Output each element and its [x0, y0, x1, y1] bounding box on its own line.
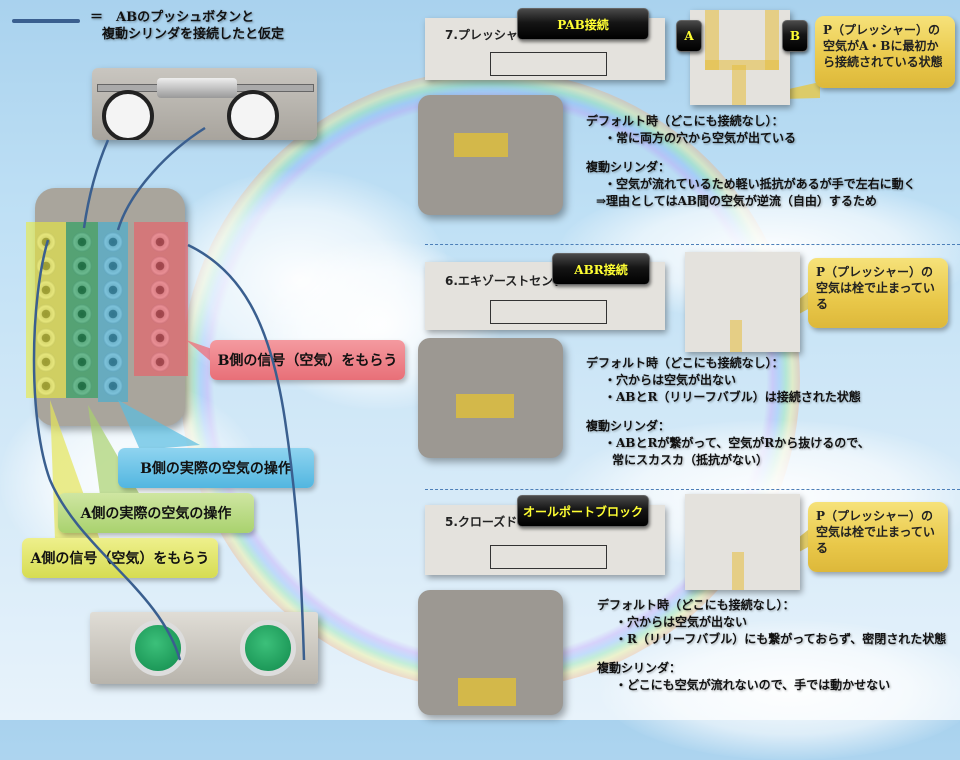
cylinder-item: ⇒理由としてはAB間の空気が逆流（自由）するため [596, 194, 877, 209]
description-abr: デフォルト時（どこにも接続なし）： ・穴からは空気が出ない ・ABとR（リリーフ… [586, 355, 956, 469]
legend-text: ＝ ABのプッシュボタンと 複動シリンダを接続したと仮定 [90, 10, 284, 44]
description-closed: デフォルト時（どこにも接続なし）： ・穴からは空気が出ない ・R（リリーフバブル… [597, 597, 957, 694]
default-heading: デフォルト時（どこにも接続なし）： [597, 598, 795, 612]
cylinder-item: ・ABとRが繋がって、空気がRから抜けるので、 [604, 436, 870, 451]
push-button-b[interactable] [240, 620, 296, 676]
cylinder-item: 常にスカスカ（抵抗がない） [612, 453, 769, 468]
schematic-zoom-pab [690, 10, 790, 105]
callout-abr: P（プレッシャー）の空気は栓で止まっている [808, 258, 948, 328]
tube-line-legend-swatch [12, 19, 80, 23]
highlight-ports [456, 394, 514, 418]
highlight-path [765, 10, 779, 70]
default-heading: デフォルト時（どこにも接続なし）： [586, 114, 784, 128]
blue-overlay-b-actual [98, 222, 128, 402]
tube-line [82, 139, 110, 229]
cylinder-heading: 複動シリンダ： [597, 661, 682, 676]
valve-symbol [490, 545, 607, 569]
manifold-photo-pab [418, 95, 563, 215]
section-divider [425, 244, 960, 245]
cylinder-item: ・どこにも空気が流れないので、手では動かせない [615, 678, 891, 693]
port-b-label: B [782, 20, 808, 52]
cylinder-body [157, 78, 237, 98]
section-divider [425, 489, 960, 490]
schematic-zoom-closed [685, 494, 800, 590]
label-b-actual: B側の実際の空気の操作 [118, 448, 314, 488]
default-item: ・常に両方の穴から空気が出ている [604, 131, 797, 146]
default-item: ・ABとR（リリーフバブル）は接続された状態 [604, 390, 861, 405]
highlight-ports [454, 133, 508, 157]
label-b-signal: B側の信号（空気）をもらう [210, 340, 405, 380]
highlight-path [730, 320, 742, 352]
tube-line [32, 239, 182, 661]
valve-symbol [490, 52, 607, 76]
tube-line [116, 126, 206, 231]
badge-pab: PAB接続 [517, 8, 649, 40]
label-a-actual: A側の実際の空気の操作 [58, 493, 254, 533]
legend-line1: ＝ ABのプッシュボタンと [90, 10, 255, 25]
default-item: ・R（リリーフバブル）にも繋がっておらず、密閉された状態 [615, 632, 947, 647]
valve-symbol [490, 300, 607, 324]
pointer-b-actual [118, 400, 200, 450]
callout-pab: P（プレッシャー）の空気がA・Bに最初から接続されている状態 [815, 16, 955, 88]
schematic-zoom-abr [685, 252, 800, 352]
manifold-photo-closed [418, 590, 563, 715]
manifold-photo-abr [418, 338, 563, 458]
port-a-label: A [676, 20, 702, 52]
default-heading: デフォルト時（どこにも接続なし）： [586, 356, 784, 370]
highlight-path [732, 552, 744, 590]
highlight-path [705, 10, 719, 70]
default-item: ・穴からは空気が出ない [604, 373, 737, 388]
tube-lines [32, 126, 306, 661]
highlight-path [732, 65, 746, 105]
highlight-ports [458, 678, 516, 706]
pointer-b-signal [186, 340, 215, 365]
badge-abr: ABR接続 [552, 253, 650, 285]
cylinder-item: ・空気が流れているため軽い抵抗があるが手で左右に動く [604, 177, 916, 192]
cylinder-heading: 複動シリンダ： [586, 160, 671, 175]
green-overlay-a-actual [66, 222, 98, 398]
callout-closed: P（プレッシャー）の空気は栓で止まっている [808, 502, 948, 572]
tube-line [187, 243, 306, 661]
badge-all-port-block: オールポートブロック [517, 495, 649, 527]
legend-line2: 複動シリンダを接続したと仮定 [102, 26, 285, 42]
description-pab: デフォルト時（どこにも接続なし）： ・常に両方の穴から空気が出ている 複動シリン… [586, 113, 956, 210]
schematic-title: 6.エキゾーストセンタ [445, 274, 566, 288]
pressure-gauge-left [102, 90, 154, 140]
pressure-gauge-right [227, 90, 279, 140]
push-buttons-photo [90, 612, 318, 684]
default-item: ・穴からは空気が出ない [615, 615, 748, 630]
red-overlay-b-signal [134, 222, 188, 376]
cylinder-heading: 複動シリンダ： [586, 419, 671, 434]
push-button-a[interactable] [130, 620, 186, 676]
